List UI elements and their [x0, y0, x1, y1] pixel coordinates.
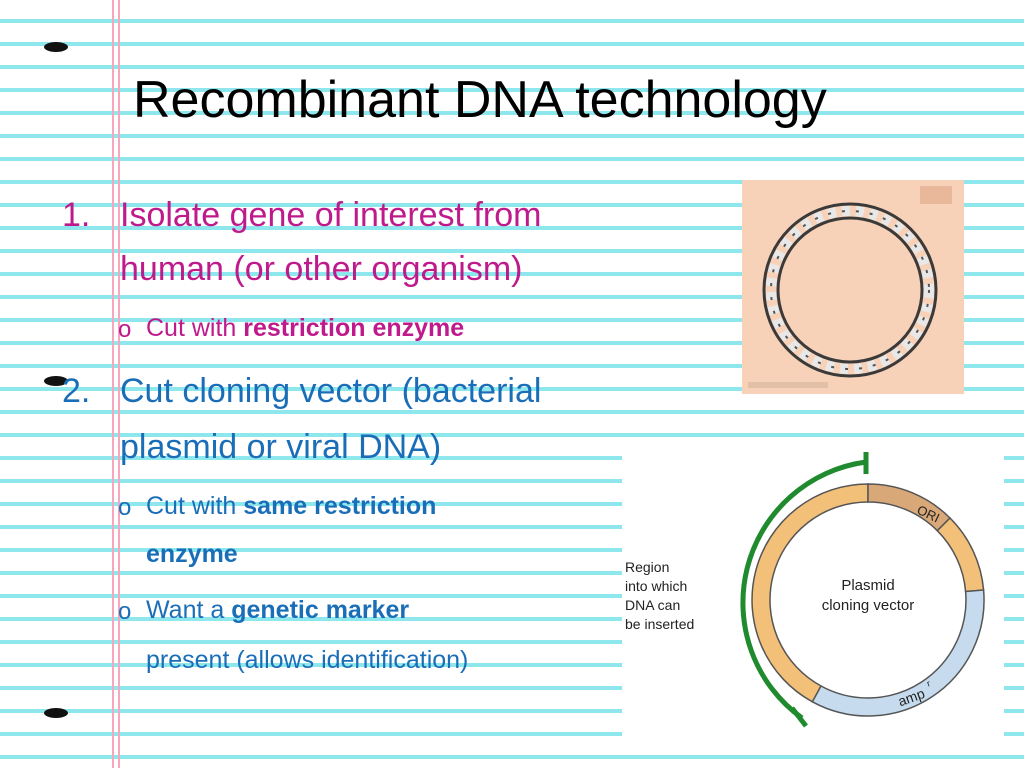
plasmid-segment [936, 516, 985, 593]
list-item-text: Isolate gene of interest from [120, 196, 542, 234]
region-label: Region [625, 559, 669, 575]
sub-bullet-text: enzyme [146, 540, 238, 568]
sub-bullet-text: present (allows identification) [146, 646, 469, 674]
slide-title: Recombinant DNA technology [133, 71, 827, 129]
plasmid-segment-ori [867, 483, 952, 532]
punch-hole [44, 708, 68, 718]
sub-bullet-marker: o [118, 598, 132, 625]
plasmid-center-label: Plasmid [841, 577, 894, 594]
sub-bullet-text: Want a genetic marker [146, 596, 410, 624]
sub-bullet-text: Cut with restriction enzyme [146, 314, 465, 342]
punch-hole [44, 376, 68, 386]
plasmid-center-label: cloning vector [822, 597, 915, 614]
region-label: be inserted [625, 616, 694, 632]
circular-dna-image [742, 180, 964, 394]
insertion-region-bracket [740, 459, 867, 721]
sub-bullet-text: Cut with same restriction [146, 492, 437, 520]
sub-bullet-marker: o [118, 494, 132, 521]
dna-double-helix-ring [748, 186, 952, 388]
region-label: into which [625, 578, 687, 594]
bracket-end-tick [790, 706, 808, 728]
margin-line [112, 0, 114, 768]
list-number: 2. [62, 372, 91, 410]
list-item-text: plasmid or viral DNA) [120, 428, 442, 466]
sub-bullet-marker: o [118, 316, 132, 343]
list-item-text: human (or other organism) [120, 250, 523, 288]
list-number: 1. [62, 196, 91, 234]
amp-superscript: r [925, 678, 931, 688]
margin-line [118, 0, 120, 768]
list-item-text: Cut cloning vector (bacterial [120, 372, 542, 410]
plasmid-segment-ampr [811, 589, 985, 717]
punch-hole [44, 42, 68, 52]
region-label: DNA can [625, 597, 680, 613]
